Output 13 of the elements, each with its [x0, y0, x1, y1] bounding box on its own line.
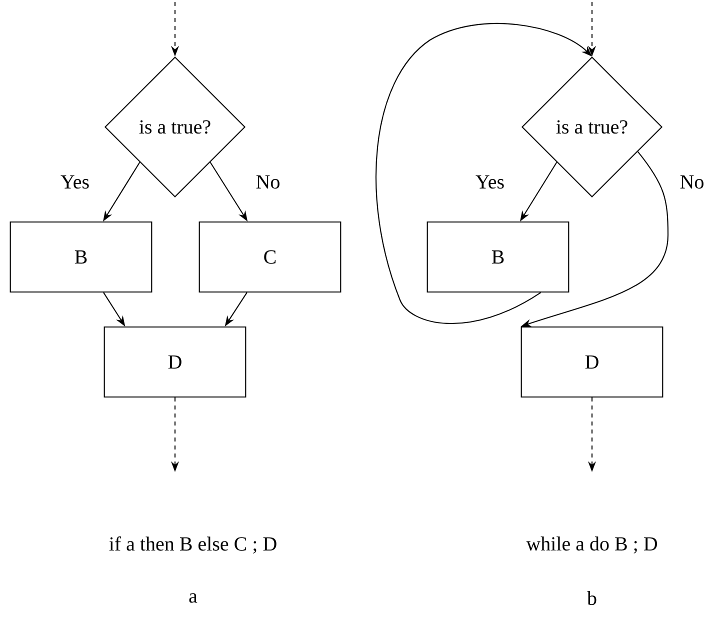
edge-label: Yes	[59, 174, 91, 190]
caption: while a do B ; D	[526, 536, 658, 554]
edge-label: No	[254, 174, 282, 190]
edge-label: Yes	[474, 174, 506, 190]
process-box: B	[426, 221, 570, 293]
process-box: D	[520, 326, 664, 398]
process-box: D	[104, 326, 246, 398]
edge-label: No	[678, 174, 706, 190]
process-box: C	[198, 221, 342, 293]
caption: b	[587, 590, 596, 606]
process-box: B	[10, 221, 152, 293]
caption: if a then B else C ; D	[109, 536, 276, 554]
caption: a	[189, 593, 198, 603]
